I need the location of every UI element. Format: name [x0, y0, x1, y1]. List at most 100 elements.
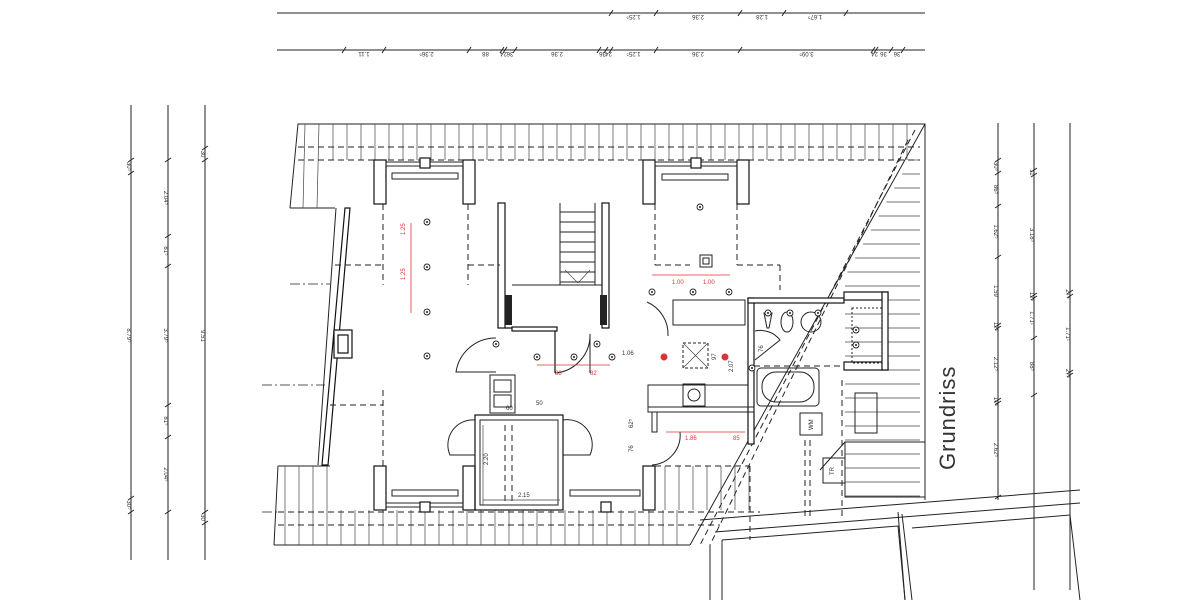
- ceiling-light-icon: [789, 312, 791, 314]
- dimension-tick: [900, 46, 906, 54]
- dimension-tick: [127, 495, 135, 501]
- dimension-tick: [994, 322, 1002, 328]
- dimension-label: 30⁵: [992, 162, 999, 172]
- dimension-tick: [781, 9, 787, 17]
- dim-label: 97: [712, 353, 718, 360]
- ceiling-light-icon: [699, 206, 701, 208]
- dimension-label: 30⁵: [125, 500, 132, 510]
- dimension-label: 2.12⁵: [992, 357, 999, 372]
- dimension-tick: [201, 157, 209, 163]
- dimension-tick: [994, 157, 1002, 163]
- ceiling-light-icon: [692, 291, 694, 293]
- ceiling-light-icon: [611, 356, 613, 358]
- dimension-tick: [164, 434, 172, 440]
- dimension-tick: [608, 46, 614, 54]
- dimension-label: 1.71¹: [1064, 327, 1070, 341]
- dimension-label: 1.25⁵: [626, 13, 641, 20]
- dimension-label: 12⁵: [992, 322, 999, 332]
- ceiling-light-icon: [426, 311, 428, 313]
- room-dimensions: 2.20 2.15 62⁵ 76 1.06 97 2.07 76 50 60 W…: [482, 345, 836, 505]
- ceiling-light-icon: [596, 343, 598, 345]
- dimension-label: 2.36: [551, 50, 563, 56]
- dim-label: 50: [536, 401, 543, 407]
- dim-label: 2.20: [484, 453, 490, 465]
- dimension-tick: [466, 46, 472, 54]
- dimension-tick: [1030, 392, 1038, 398]
- dimension-tick: [502, 46, 508, 54]
- dimension-tick: [512, 46, 518, 54]
- dimension-tick: [653, 9, 659, 17]
- right-dimension-chains: 30⁵86⁵1.62⁵1.5912⁵2.12⁵10⁵2.62⁵113.18⁵12…: [992, 123, 1074, 590]
- dimension-label: 3.18⁵: [1028, 228, 1035, 243]
- dimension-tick: [201, 520, 209, 526]
- dimension-label: 9.51: [199, 330, 205, 342]
- dimension-tick: [201, 145, 209, 151]
- walls: [317, 157, 926, 513]
- ceiling-light-icon: [817, 312, 819, 314]
- dimension-label: 1.59: [992, 285, 998, 297]
- dimension-label: 1.25⁵: [626, 50, 641, 57]
- dimension-tick: [341, 46, 347, 54]
- dim-label: 1.86: [685, 436, 697, 442]
- dimension-tick: [201, 509, 209, 515]
- dimension-tick: [164, 509, 172, 515]
- dim-label: 76: [629, 445, 635, 452]
- roof-hatch-line: [302, 123, 306, 209]
- dimension-label: 2.36⁵: [419, 50, 434, 57]
- dimension-tick: [994, 325, 1002, 331]
- dimension-label: 30⁵: [125, 162, 132, 172]
- dimension-label: 30: [199, 151, 205, 158]
- dimension-label: 36: [506, 50, 513, 56]
- roof: [262, 123, 926, 546]
- dimension-tick: [164, 263, 172, 269]
- dimension-tick: [737, 46, 743, 54]
- electrical-layout: 1.25 1.25 1.00 1.00 1.86 85 88 82: [401, 203, 860, 442]
- dimension-label: 88⁵: [1028, 362, 1035, 372]
- dimension-tick: [888, 46, 894, 54]
- dimension-label: 24: [500, 50, 507, 56]
- dim-label: 2.07: [729, 360, 735, 372]
- dim-label: 76: [759, 345, 765, 352]
- ceiling-light-icon: [573, 356, 575, 358]
- dimension-tick: [843, 9, 849, 17]
- dimension-label: 11: [1028, 169, 1034, 176]
- dimension-tick: [870, 46, 876, 54]
- dimension-tick: [653, 46, 659, 54]
- drawing-title: Grundriss: [935, 366, 960, 470]
- dimension-tick: [1030, 295, 1038, 301]
- dimension-label: 2.62⁵: [992, 443, 999, 458]
- dimension-label: 3.09⁵: [799, 50, 814, 57]
- dim-label: 85: [733, 436, 740, 442]
- dimension-label: 2.04⁵: [162, 191, 169, 206]
- ceiling-light-icon: [651, 291, 653, 293]
- dimension-tick: [164, 402, 172, 408]
- dimension-tick: [1030, 292, 1038, 298]
- dimension-label: 27⁵: [1064, 369, 1071, 379]
- dimension-tick: [873, 46, 879, 54]
- dimension-tick: [1030, 172, 1038, 178]
- dimension-tick: [608, 9, 614, 17]
- dimension-label: 36: [880, 50, 887, 56]
- dimension-label: 88: [482, 50, 489, 56]
- dim-label: 1.00: [703, 280, 715, 286]
- dimension-label: 30: [199, 514, 205, 521]
- dimension-tick: [127, 157, 135, 163]
- ceiling-light-icon: [767, 312, 769, 314]
- dimension-label: 1.11: [358, 50, 370, 56]
- dimension-label: 24: [871, 50, 878, 56]
- doors: [447, 301, 781, 466]
- dim-label: 62⁵: [628, 418, 635, 428]
- dimension-tick: [1066, 372, 1074, 378]
- dim-label: 1.25: [401, 268, 407, 280]
- dimension-label: 1.67⁵: [807, 13, 822, 20]
- dim-label: 82: [590, 371, 597, 377]
- ceiling-light-icon: [426, 266, 428, 268]
- ceiling-light-icon: [536, 356, 538, 358]
- dimension-label: 86⁵: [992, 185, 999, 195]
- dryer-label: TR: [830, 466, 836, 475]
- dimension-label: 1.62⁵: [992, 224, 999, 239]
- dimension-tick: [994, 494, 1002, 500]
- dimension-tick: [603, 46, 609, 54]
